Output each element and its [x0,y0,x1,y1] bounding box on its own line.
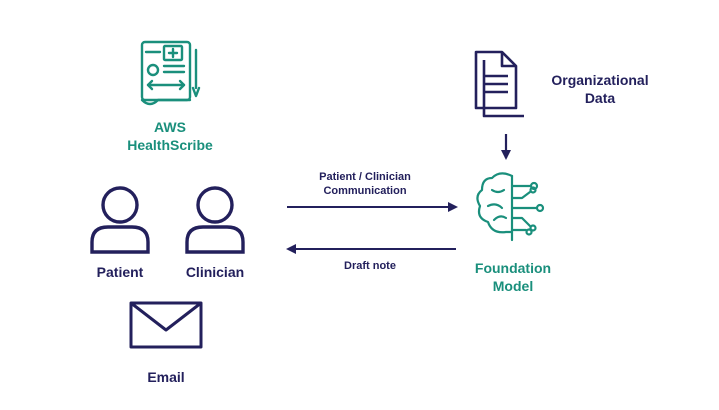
envelope-icon [129,301,203,349]
clinician-person-icon [185,186,245,254]
org-data-label: Organizational Data [540,71,660,107]
healthscribe-label: AWS HealthScribe [110,118,230,154]
brain-circuit-icon [476,172,545,242]
communication-edge-label-line2: Communication [323,185,407,197]
documents-icon [474,50,524,118]
draft-note-edge-label: Draft note [344,260,396,272]
org-data-label-line2: Data [584,90,616,106]
healthscribe-label-line1: AWS [154,119,186,135]
healthscribe-label-line2: HealthScribe [127,137,213,153]
communication-edge-label: Patient / Clinician Communication [300,170,430,198]
patient-label: Patient [96,264,144,280]
foundation-model-label-line2: Model [492,278,534,294]
foundation-model-label: Foundation Model [460,259,566,295]
medical-document-icon [140,40,201,106]
communication-edge-label-line1: Patient / Clinician [319,171,411,183]
org-data-label-line1: Organizational [551,72,649,88]
patient-person-icon [90,186,150,254]
clinician-label: Clinician [185,264,245,280]
email-label: Email [147,369,185,385]
foundation-model-label-line1: Foundation [474,260,552,276]
